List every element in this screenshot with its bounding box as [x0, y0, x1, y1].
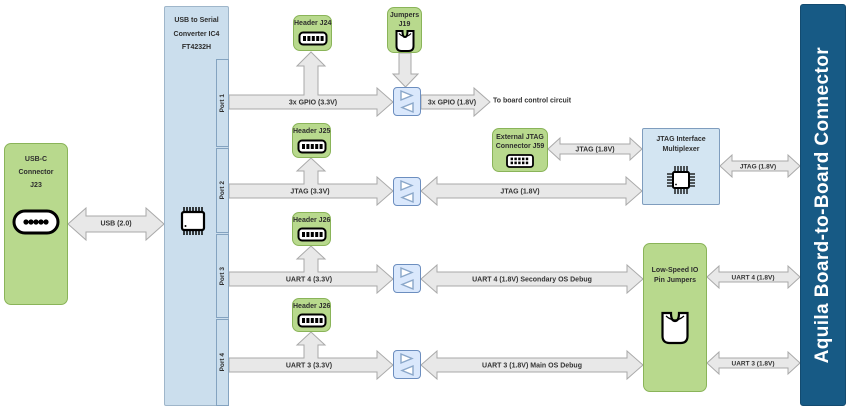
low-speed-line-1: Low-Speed IO	[651, 267, 699, 274]
usb-c-port-icon	[12, 208, 60, 236]
ft-port-1-label: Port 1	[219, 93, 226, 113]
arrow-jtag33-with-branch	[228, 157, 394, 207]
pin-header-icon	[298, 31, 328, 46]
ft-line-1: USB to Serial	[174, 17, 219, 24]
header-j26-label: Header J26	[293, 303, 331, 310]
low-speed-io-jumpers-box: Low-Speed IO Pin Jumpers	[643, 243, 707, 392]
pin-header-icon	[297, 139, 327, 154]
pin-header-icon	[297, 227, 327, 242]
usb-c-line-3: J23	[30, 182, 42, 189]
arrow-label-uart4-33: UART 4 (3.3V)	[285, 276, 333, 283]
aquila-board-connector-label: Aquila Board-to-Board Connector	[812, 46, 833, 364]
arrow-uart4-33-with-branch	[228, 245, 394, 295]
header-j26-box-uart4: Header J26	[292, 212, 331, 246]
ic-chip-icon	[662, 161, 700, 199]
arrow-label-gpio-18: 3x GPIO (1.8V)	[427, 99, 477, 106]
header-j25-label: Header J25	[293, 128, 331, 135]
arrow-gpio33-with-branch	[228, 51, 394, 118]
level-shifter-icon	[400, 266, 414, 291]
arrow-label-gpio-33: 3x GPIO (3.3V)	[288, 99, 338, 106]
header-j25-box: Header J25	[292, 123, 331, 158]
ft-line-3: FT4232H	[181, 44, 212, 51]
ft-port-2: Port 2	[216, 148, 229, 233]
ic-chip-icon	[175, 205, 211, 237]
arrow-label-uart4-18-out: UART 4 (1.8V)	[731, 274, 775, 281]
level-shifter-jtag	[393, 177, 421, 206]
usb-c-line-2: Connector	[18, 169, 54, 176]
external-jtag-connector-box: External JTAG Connector J59	[492, 128, 548, 172]
ft-line-2: Converter IC4	[173, 30, 220, 38]
pin-header-2row-icon	[506, 154, 534, 168]
header-j24-label: Header J24	[294, 20, 332, 27]
aquila-board-connector-bar: Aquila Board-to-Board Connector	[800, 4, 846, 406]
to-board-control-text: To board control circuit	[493, 97, 572, 105]
usb-c-line-1: USB-C	[24, 156, 48, 163]
ft-port-4-label: Port 4	[219, 353, 226, 372]
level-shifter-uart3	[393, 350, 421, 379]
jumper-cap-icon	[394, 29, 416, 53]
arrow-label-uart3-33: UART 3 (3.3V)	[285, 362, 333, 369]
jumpers-j19-line-1: Jumpers	[389, 12, 420, 19]
ft-port-3-label: Port 3	[219, 266, 226, 286]
jumpers-j19-box: Jumpers J19	[387, 7, 422, 53]
level-shifter-icon	[400, 89, 414, 114]
arrow-label-jtag-18-long: JTAG (1.8V)	[500, 188, 540, 195]
arrow-label-jtag-18-ext: JTAG (1.8V)	[575, 146, 615, 153]
arrow-gpio18-out	[420, 86, 491, 118]
arrow-j19-down	[391, 52, 420, 88]
arrow-label-usb: USB (2.0)	[100, 220, 132, 228]
mux-line-1: JTAG Interface	[656, 136, 706, 143]
arrow-uart3-33-with-branch	[228, 331, 394, 381]
mux-line-2: Multiplexer	[662, 146, 700, 153]
pin-header-icon	[297, 313, 327, 328]
header-j26-label: Header J26	[293, 217, 331, 224]
ft-port-3: Port 3	[216, 234, 229, 318]
ft-port-1: Port 1	[216, 59, 229, 147]
jumper-cap-icon	[659, 310, 691, 346]
ext-jtag-line-1: External JTAG	[496, 134, 544, 141]
level-shifter-gpio	[393, 87, 421, 116]
usb-c-connector-box: USB-C Connector J23	[4, 143, 68, 305]
ext-jtag-line-2: Connector J59	[495, 143, 545, 150]
arrow-label-uart3-18-debug: UART 3 (1.8V) Main OS Debug	[482, 362, 582, 369]
low-speed-line-2: Pin Jumpers	[653, 277, 696, 284]
level-shifter-icon	[400, 352, 414, 377]
arrow-label-jtag-33: JTAG (3.3V)	[290, 188, 330, 195]
jumpers-j19-line-2: J19	[398, 20, 411, 28]
level-shifter-uart4	[393, 264, 421, 293]
level-shifter-icon	[400, 179, 414, 204]
ft-port-2-label: Port 2	[219, 181, 226, 200]
arrow-label-uart3-18-out: UART 3 (1.8V)	[731, 360, 775, 367]
header-j26-box-uart3: Header J26	[292, 298, 331, 332]
arrow-label-uart4-18-debug: UART 4 (1.8V) Secondary OS Debug	[472, 276, 592, 283]
ft-port-4: Port 4	[216, 319, 229, 406]
arrow-label-jtag-18-out: JTAG (1.8V)	[739, 163, 777, 170]
header-j24-box: Header J24	[293, 15, 332, 51]
jtag-mux-box: JTAG Interface Multiplexer	[642, 128, 720, 205]
